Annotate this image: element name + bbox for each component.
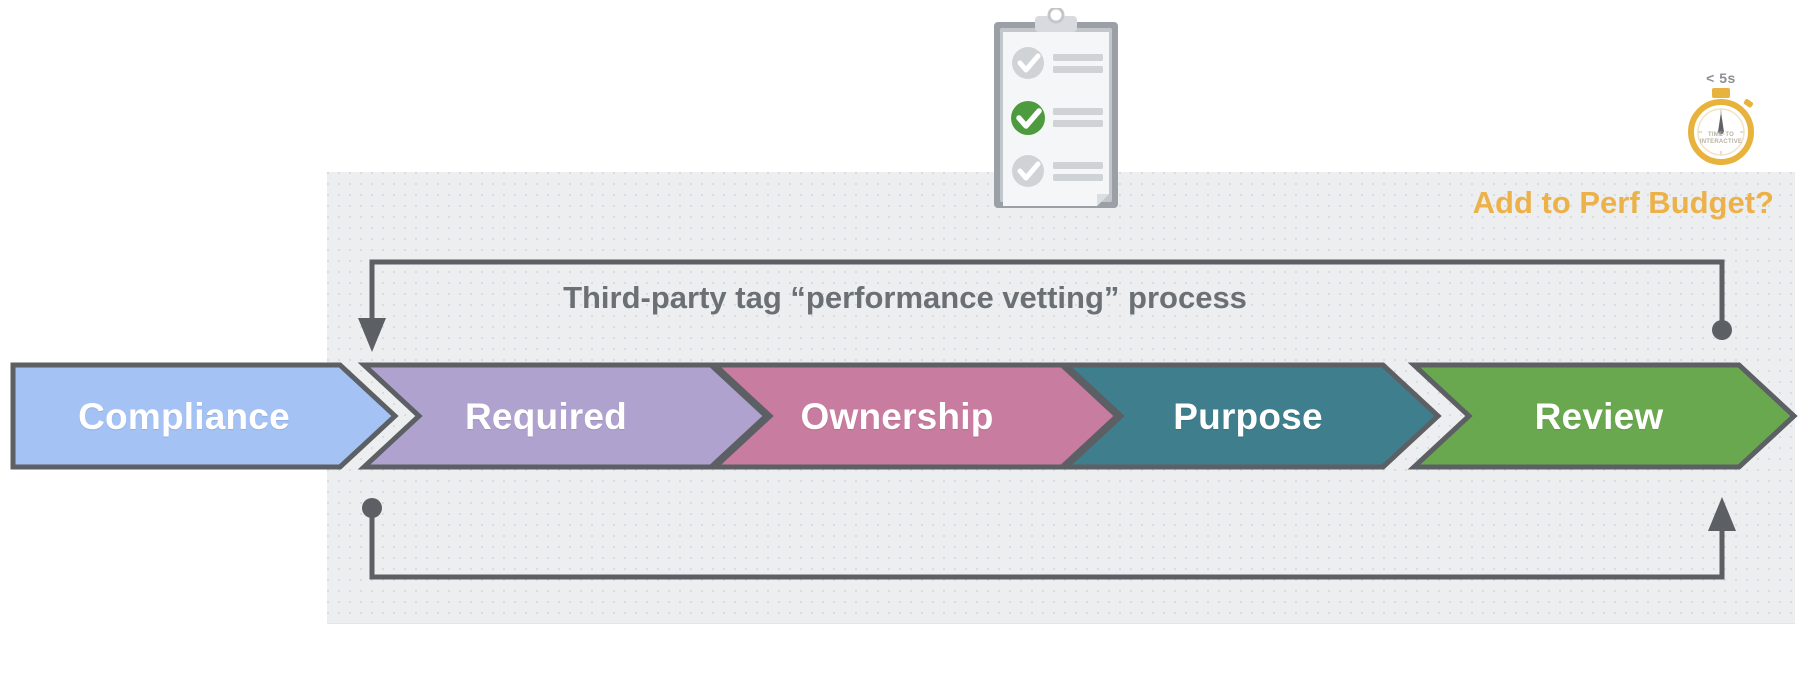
stage-review-shape[interactable]: [1407, 362, 1798, 470]
stopwatch-inner-line1: TIME-TO: [1708, 132, 1734, 138]
loop-bottom-arrowhead: [1708, 497, 1736, 531]
stage-purpose-label[interactable]: Purpose: [1173, 396, 1323, 437]
loop-top-dot: [1712, 320, 1732, 340]
stage-ownership-label[interactable]: Ownership: [800, 396, 994, 437]
stage-compliance-label[interactable]: Compliance: [78, 396, 290, 437]
stage-required-shape[interactable]: [357, 362, 770, 470]
stage-review-label[interactable]: Review: [1534, 396, 1664, 437]
stage-required-label[interactable]: Required: [465, 396, 627, 437]
add-to-perf-budget-label: Add to Perf Budget?: [1472, 185, 1774, 220]
loop-bottom: [362, 497, 1736, 580]
loop-bottom-path: [369, 516, 1725, 580]
stopwatch-icon: < 5s TIME-TO INTERACTIVE: [1668, 70, 1774, 170]
loop-top-arrowhead: [358, 318, 386, 352]
stopwatch-inner-label: TIME-TO INTERACTIVE: [1668, 132, 1774, 146]
stage-ownership-shape[interactable]: [708, 362, 1121, 470]
stage-purpose-shape[interactable]: [1059, 362, 1442, 470]
loop-bottom-dot: [362, 498, 382, 518]
process-title: Third-party tag “performance vetting” pr…: [563, 280, 1247, 315]
stopwatch-inner-line2: INTERACTIVE: [1699, 139, 1743, 145]
stopwatch-top-label: < 5s: [1706, 70, 1736, 86]
clipboard-checklist-icon: [985, 6, 1127, 224]
loop-top-path: [369, 259, 1725, 335]
loop-top: [358, 259, 1732, 352]
stage-compliance-shape[interactable]: [10, 362, 399, 470]
